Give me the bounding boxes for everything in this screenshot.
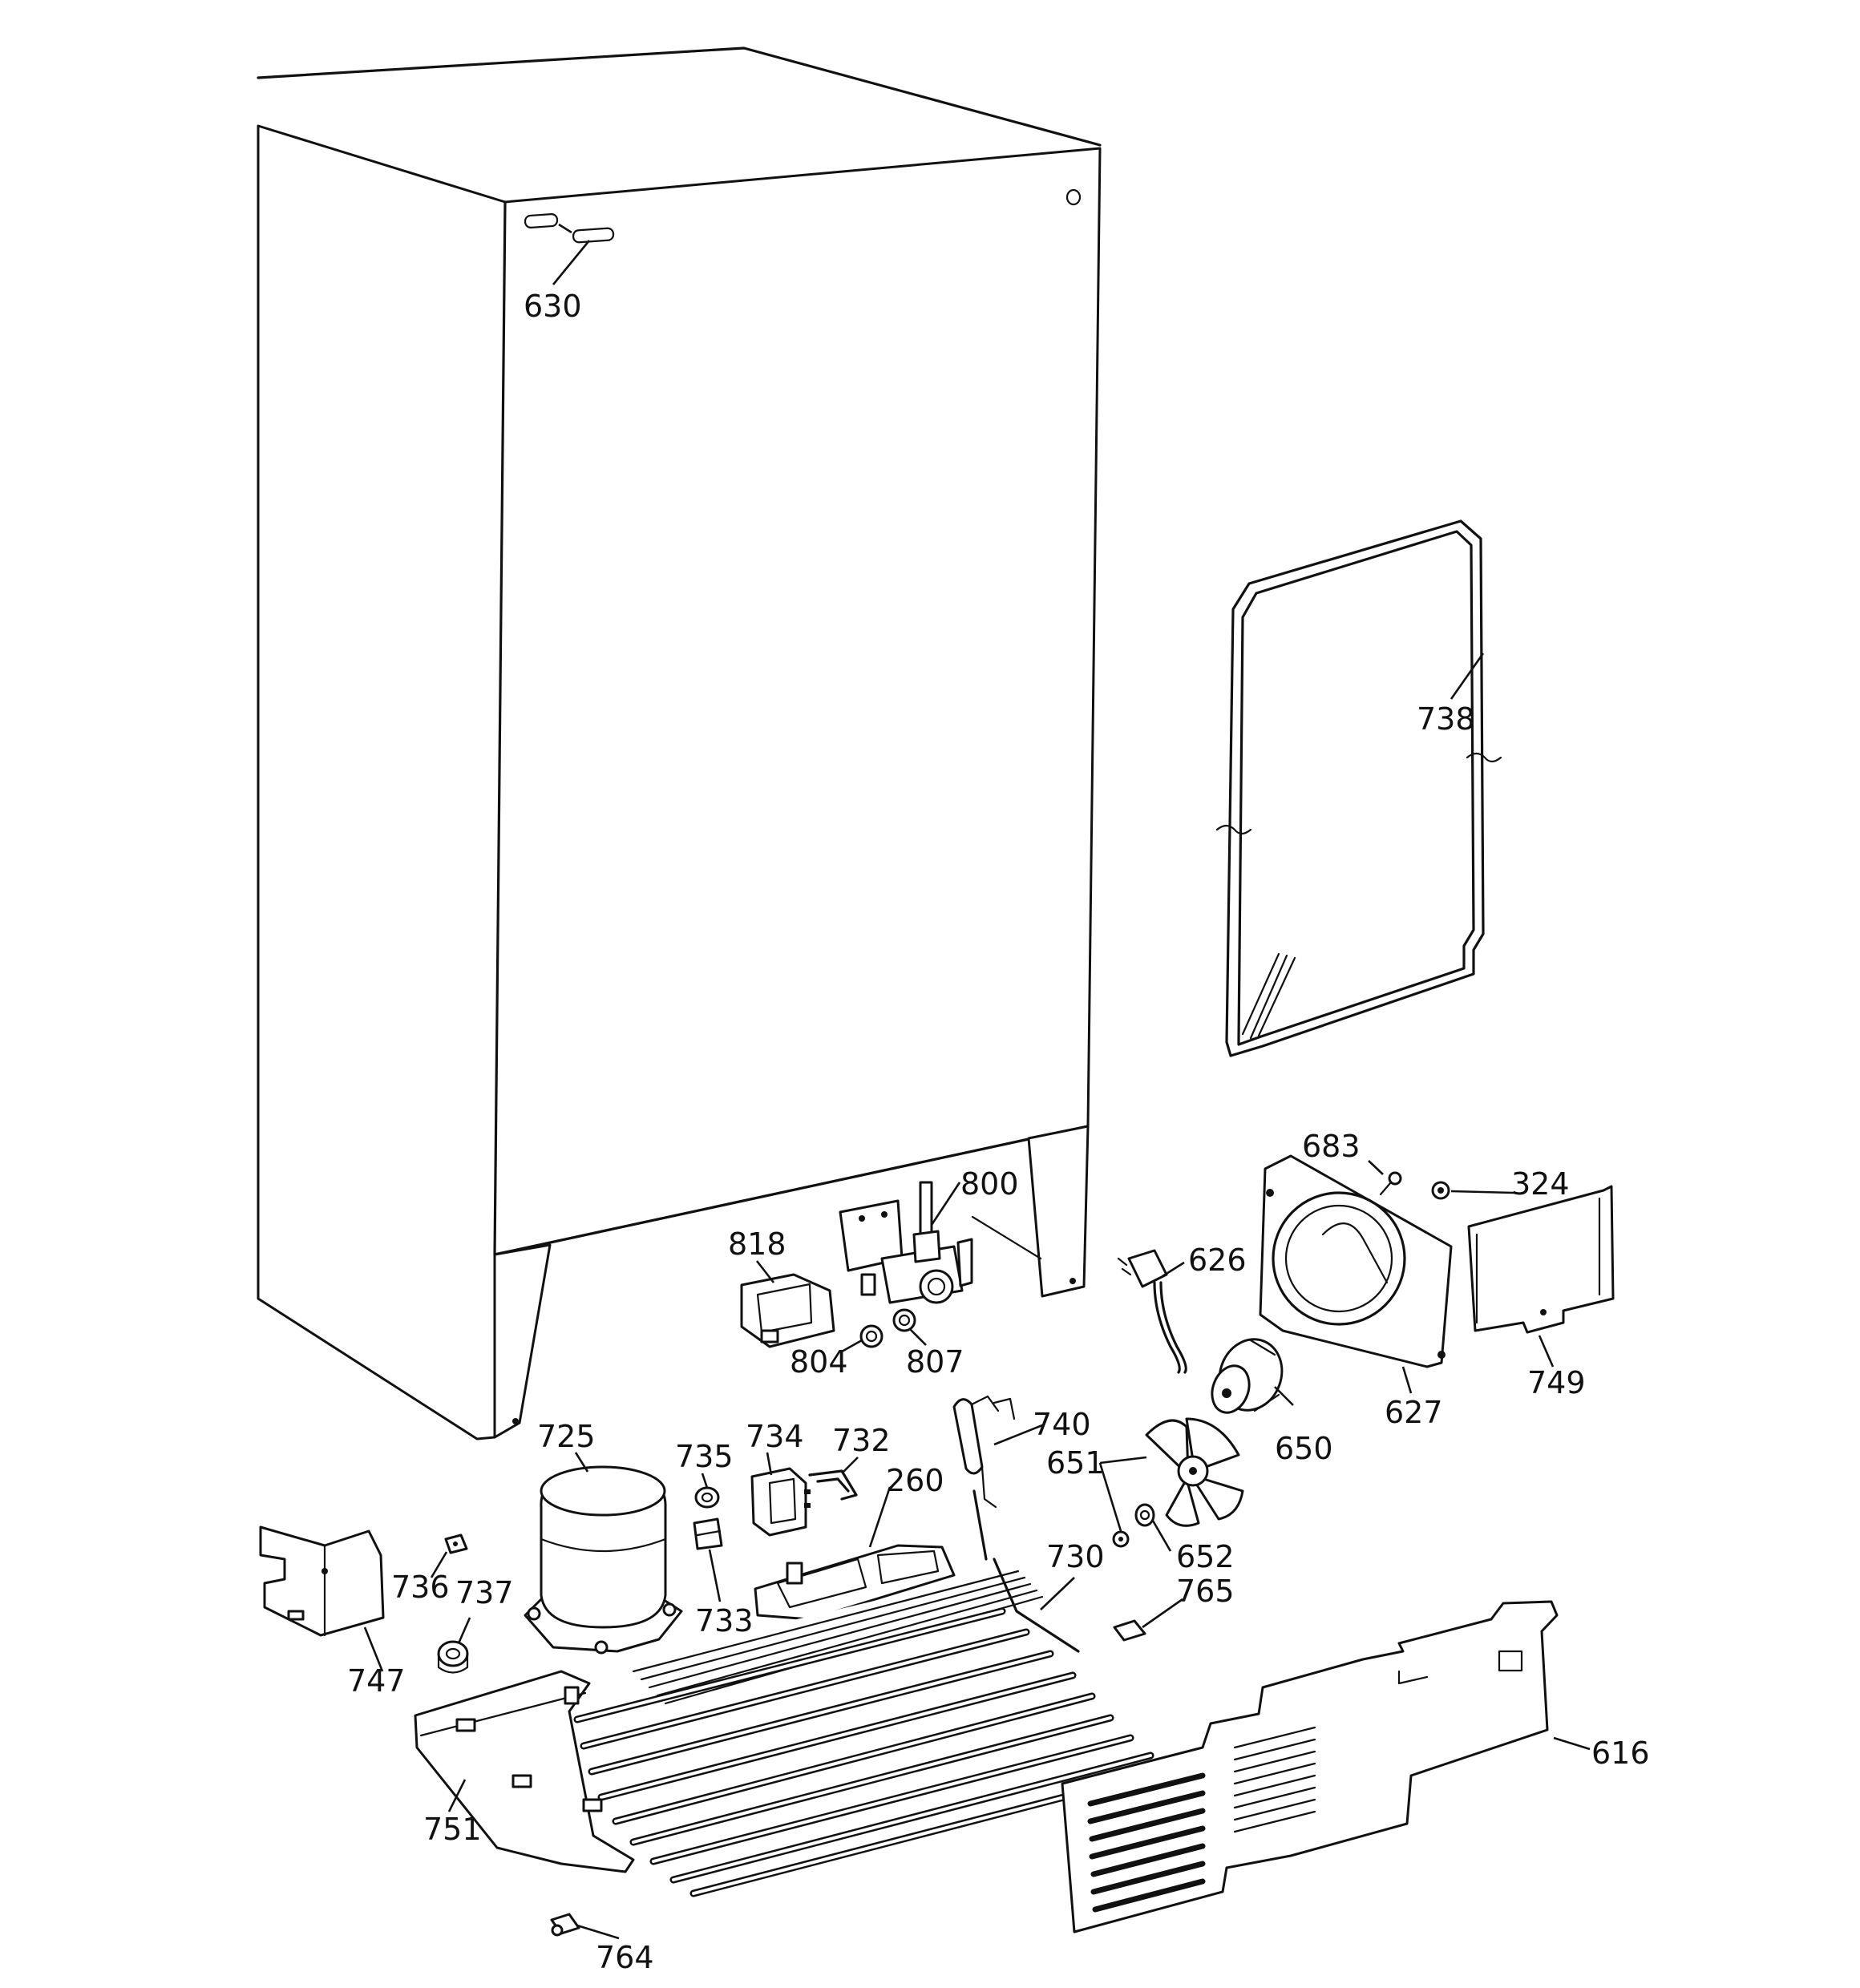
grille-slots [1087, 1726, 1316, 1913]
drain-pan-260 [754, 1544, 956, 1621]
callout-324: 324 [1511, 1166, 1570, 1202]
grille-616 [1061, 1600, 1559, 1933]
condenser-fins [632, 1570, 1044, 1705]
refrigerator-cabinet [257, 46, 1102, 1440]
callout-765: 765 [1176, 1574, 1235, 1609]
compressor-725 [524, 1465, 683, 1655]
callout-764: 764 [596, 1940, 654, 1975]
screw-324 [1431, 1181, 1450, 1200]
grommet-737 [437, 1640, 469, 1674]
heater-loop-738 [1215, 519, 1502, 1057]
bracket-818 [740, 1273, 835, 1348]
callout-683: 683 [1302, 1129, 1361, 1164]
callout-651: 651 [1046, 1445, 1105, 1481]
callout-732: 732 [832, 1423, 891, 1458]
handle-slots-630 [524, 212, 615, 244]
callout-650: 650 [1275, 1431, 1333, 1466]
callout-749: 749 [1527, 1365, 1586, 1400]
clip-732 [808, 1469, 858, 1501]
callout-751: 751 [423, 1812, 482, 1847]
callout-804: 804 [790, 1344, 848, 1380]
callout-738: 738 [1417, 701, 1475, 737]
callout-800: 800 [960, 1166, 1019, 1202]
callout-747: 747 [347, 1663, 406, 1699]
callout-730: 730 [1046, 1539, 1105, 1574]
callout-labels: 630 738 683 324 800 818 626 804 807 749 … [347, 289, 1650, 1975]
fan-shroud-627 [1259, 1154, 1453, 1368]
fitting-804 [859, 1324, 884, 1348]
callout-740: 740 [1033, 1407, 1091, 1442]
callout-626: 626 [1188, 1242, 1247, 1278]
drier-740 [952, 1395, 1016, 1509]
cover-747 [259, 1525, 385, 1637]
water-valve-800 [839, 1181, 973, 1304]
clip-765 [1113, 1619, 1146, 1642]
screw-683 [1379, 1171, 1402, 1196]
callout-616: 616 [1591, 1735, 1650, 1771]
condenser-tubes [573, 1607, 1167, 1897]
relay-734 [750, 1467, 811, 1537]
callout-260: 260 [886, 1463, 944, 1498]
callout-627: 627 [1385, 1395, 1443, 1430]
base-plate-751 [414, 1670, 635, 1873]
fan-blade-651 [1145, 1417, 1244, 1527]
callout-733: 733 [695, 1603, 754, 1638]
callout-818: 818 [728, 1226, 786, 1262]
leader-lines [363, 240, 1591, 1940]
cover-749 [1467, 1185, 1615, 1334]
fan-motor-650 [1211, 1338, 1284, 1414]
callout-807: 807 [906, 1344, 964, 1380]
callout-652: 652 [1176, 1539, 1235, 1574]
callout-734: 734 [746, 1419, 804, 1454]
callout-737: 737 [455, 1575, 514, 1610]
callout-735: 735 [675, 1439, 734, 1474]
clip-764 [550, 1913, 580, 1937]
condenser-coil-730 [561, 1489, 1167, 1897]
washer-652 [1134, 1503, 1155, 1527]
callout-736: 736 [391, 1570, 450, 1605]
callout-725: 725 [537, 1419, 596, 1454]
nut-651 [1112, 1530, 1130, 1548]
grommet-735 [694, 1486, 720, 1509]
callout-630: 630 [524, 289, 582, 324]
fitting-807 [892, 1308, 916, 1332]
power-cord-626 [1117, 1249, 1187, 1374]
bracket-736 [444, 1533, 468, 1554]
overload-733 [693, 1517, 723, 1550]
